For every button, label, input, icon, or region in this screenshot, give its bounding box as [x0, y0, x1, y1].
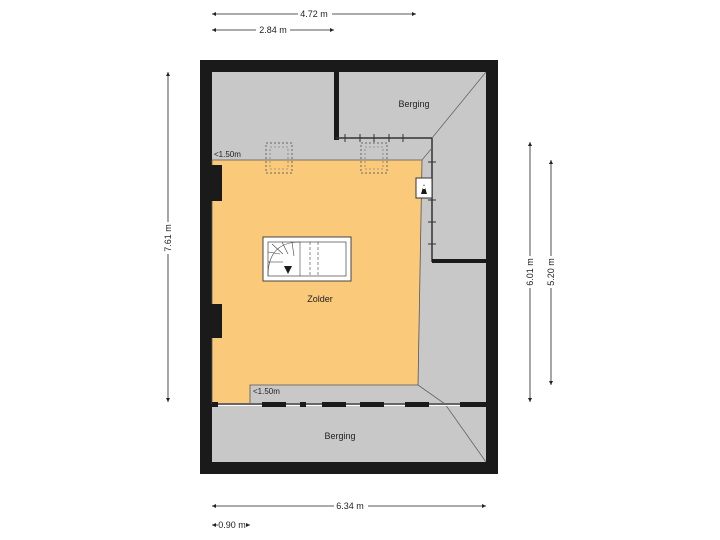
wall-stub — [460, 402, 486, 407]
attic-floor — [211, 159, 423, 405]
vent-block-lower — [210, 304, 222, 338]
room-label-storage-bottom: Berging — [324, 431, 355, 441]
room-label-storage-top: Berging — [398, 99, 429, 109]
dimension-bottom-label: 6.34 m — [336, 501, 364, 511]
wall-stub — [300, 402, 306, 407]
wall-stub — [405, 402, 429, 407]
wall-stub — [360, 402, 384, 407]
dimension-left-label: 7.61 m — [163, 224, 173, 252]
staircase-icon — [262, 236, 352, 282]
dimension-bottom-small-label: 0.90 m — [218, 520, 246, 530]
dimension-top-outer-label: 4.72 m — [300, 9, 328, 19]
room-label-attic: Zolder — [307, 294, 333, 304]
wall-stub — [262, 402, 286, 407]
height-note-upper: <1.50m — [214, 150, 241, 159]
dimension-top-inner-label: 2.84 m — [259, 25, 287, 35]
storage-wall-vertical — [334, 72, 339, 140]
partition-markers — [344, 134, 436, 245]
chimney-icon — [415, 177, 433, 199]
wall-stub — [322, 402, 346, 407]
storage-wall-horizontal — [432, 259, 486, 263]
skylight-icon — [265, 142, 293, 174]
dimension-right-outer-label: 6.01 m — [525, 258, 535, 286]
wall-stub — [212, 402, 218, 407]
dimension-top-outer: 4.72 m — [212, 8, 416, 20]
dimension-bottom-small: 0.90 m — [212, 519, 250, 531]
roof-line-bottom-right — [417, 384, 446, 405]
dimension-bottom: 6.34 m — [212, 500, 486, 512]
vent-block-upper — [210, 165, 222, 201]
dimension-right-inner-label: 5.20 m — [546, 258, 556, 286]
dimension-right-outer: 6.01 m — [524, 142, 536, 402]
roof-line-corner — [421, 147, 433, 161]
dimension-right-inner: 5.20 m — [545, 160, 557, 385]
skylight-icon — [360, 142, 388, 174]
roof-line-bottom-diag — [444, 403, 487, 463]
dimension-top-inner: 2.84 m — [212, 24, 334, 36]
height-note-lower: <1.50m — [253, 387, 280, 396]
roof-line-top-right — [431, 71, 487, 139]
dimension-left: 7.61 m — [162, 72, 174, 402]
